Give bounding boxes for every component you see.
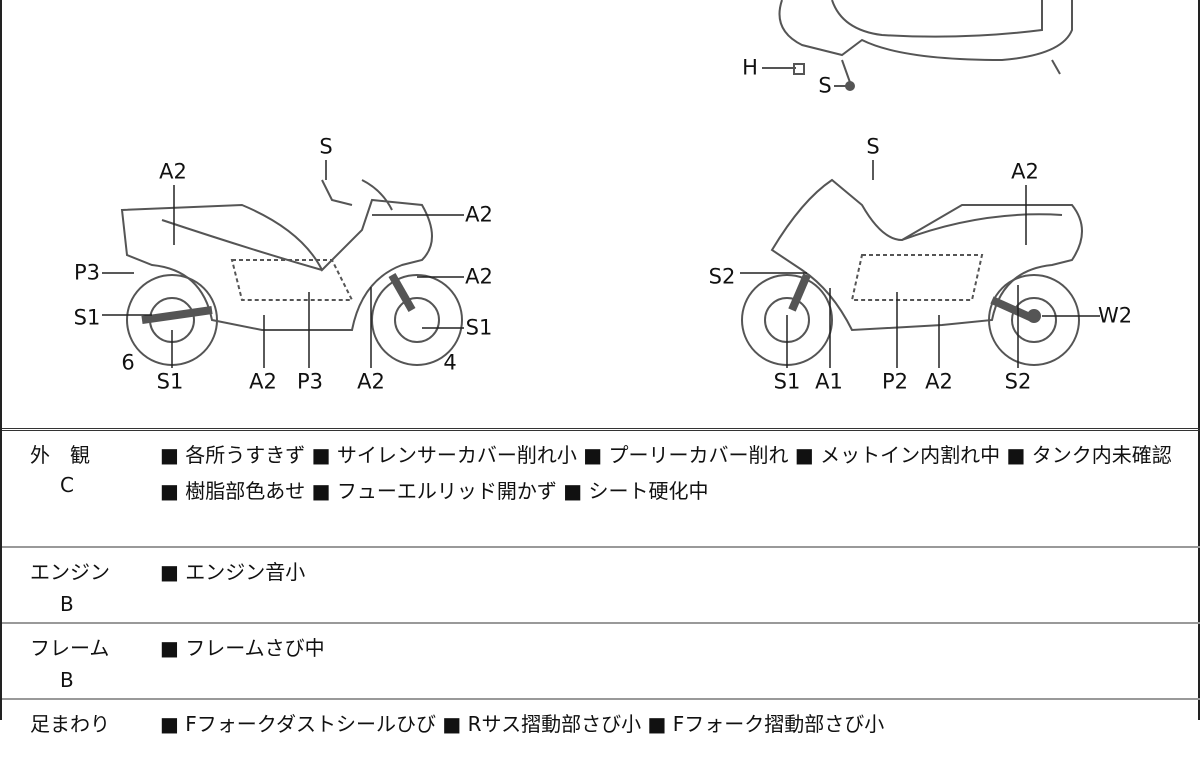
label-top-h: H [742,55,758,80]
item-list: フレームさび中 [160,624,1182,666]
label-left: 4 [443,350,457,375]
row-engine: エンジン B エンジン音小 [2,548,1200,624]
category-label: 足まわり [30,712,110,736]
item: フューエルリッド開かず [312,479,557,503]
grade: B [60,592,74,616]
item: Rサス摺動部さび小 [442,712,641,736]
category-label: フレーム [30,636,110,660]
label-left: S1 [156,369,184,394]
scooter-drawings [102,0,1100,368]
item: シート硬化中 [563,479,708,503]
item: プーリーカバー削れ [583,443,788,467]
scooter-left-side [102,160,464,368]
label-left: A2 [249,369,277,394]
row-suspension: 足まわり Fフォークダストシールひび Rサス摺動部さび小 Fフォーク摺動部さび小 [2,700,1200,760]
item: サイレンサーカバー削れ小 [312,443,577,467]
row-exterior: 外 観 C 各所うすきず サイレンサーカバー削れ小 プーリーカバー削れ メットイ… [2,431,1200,548]
label-left: P3 [73,260,101,285]
vehicle-damage-diagram: H S S A2 A2 P3 A2 S1 S1 6 4 S1 A2 P3 A2 … [2,0,1200,428]
category-label: エンジン [30,560,110,584]
item: 各所うすきず [160,443,305,467]
item-list: エンジン音小 [160,548,1182,590]
label-right: S2 [708,264,736,289]
item-list: 各所うすきず サイレンサーカバー削れ小 プーリーカバー削れ メットイン内割れ中 … [160,431,1182,509]
label-left: A2 [465,264,493,289]
label-right: P2 [881,369,909,394]
label-right: S [866,134,880,159]
inspection-sheet: H S S A2 A2 P3 A2 S1 S1 6 4 S1 A2 P3 A2 … [0,0,1200,736]
category-label: 外 観 [30,443,90,467]
label-left: A2 [159,159,187,184]
grade: B [60,668,74,692]
label-top-s: S [818,73,832,98]
label-left: 6 [121,350,135,375]
label-right: W2 [1097,303,1133,328]
label-left: S1 [73,305,101,330]
item: Fフォークダストシールひび [160,712,436,736]
label-right: A1 [815,369,843,394]
item: エンジン音小 [160,560,305,584]
item: タンク内未確認 [1007,443,1172,467]
label-left: S [319,134,333,159]
condition-table: 外 観 C 各所うすきず サイレンサーカバー削れ小 プーリーカバー削れ メットイ… [2,428,1200,760]
label-left: P3 [296,369,324,394]
label-left: A2 [465,202,493,227]
scooter-right-side [740,160,1100,368]
label-right: S1 [773,369,801,394]
item: Fフォーク摺動部さび小 [647,712,884,736]
label-right: A2 [925,369,953,394]
item: 樹脂部色あせ [160,479,305,503]
scooter-top-view [762,0,1073,91]
label-right: A2 [1011,159,1039,184]
label-left: S1 [465,315,493,340]
item-list: Fフォークダストシールひび Rサス摺動部さび小 Fフォーク摺動部さび小 [160,700,1182,742]
row-frame: フレーム B フレームさび中 [2,624,1200,700]
item: フレームさび中 [160,636,325,660]
label-left: A2 [357,369,385,394]
label-right: S2 [1004,369,1032,394]
grade: C [60,473,74,497]
item: メットイン内割れ中 [795,443,1000,467]
